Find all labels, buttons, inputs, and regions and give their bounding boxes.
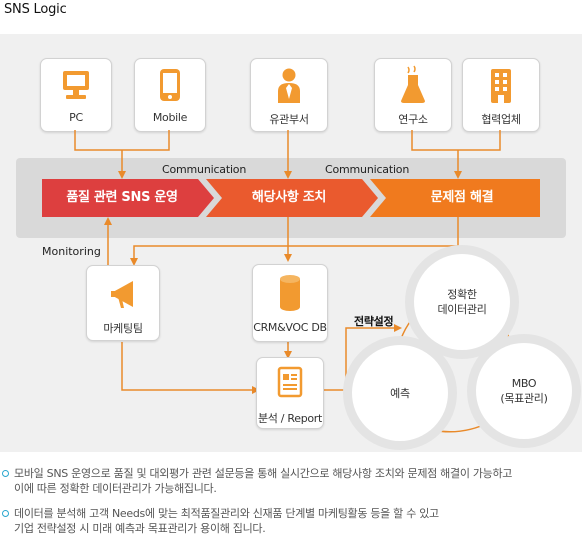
monitor-icon: [63, 71, 89, 99]
process-step-1-shape: [42, 179, 214, 217]
note-2: 데이터를 분석해 고객 Needs에 맞는 최적품질관리와 신재품 단계별 마케…: [2, 506, 574, 536]
cycle-data-management-line2: 데이터관리: [437, 303, 487, 316]
note-1-line2: 이에 따른 정확한 데이터관리가 가능해집니다.: [14, 482, 217, 495]
note-1-line1: 모바일 SNS 운영으로 품질 및 대외평가 관련 설문등을 통해 실시간으로 …: [14, 467, 513, 480]
source-card-mobile: Mobile: [134, 58, 206, 132]
node-analysis-report: 분석 / Report: [256, 357, 324, 429]
building-icon: [491, 69, 511, 103]
source-card-related-dept: 유관부서: [250, 58, 328, 132]
megaphone-icon: [111, 281, 133, 308]
node-report-label: 분석 / Report: [257, 412, 323, 425]
node-crm-voc-db: CRM&VOC DB: [252, 264, 328, 342]
node-marketing-label: 마케팅팀: [103, 322, 143, 335]
communication-label-1: Communication: [162, 163, 247, 176]
mobile-phone-icon: [160, 69, 180, 101]
cycle-mbo: MBO (목표관리): [476, 343, 572, 439]
cycle-mbo-line1: MBO: [511, 377, 537, 390]
source-card-partners: 협력업체: [462, 58, 540, 132]
cycle-data-management: 정확한 데이터관리: [414, 254, 510, 350]
node-db-label: CRM&VOC DB: [253, 321, 327, 334]
source-label-pc: PC: [69, 111, 83, 124]
cycle-data-management-line1: 정확한: [447, 288, 477, 301]
process-step-2: 해당사항 조치: [251, 190, 327, 205]
source-label-research-lab: 연구소: [398, 113, 428, 126]
cycle-forecast-label: 예측: [390, 386, 410, 400]
process-step-1: 품질 관련 SNS 운영: [66, 190, 178, 205]
database-icon: [280, 275, 300, 311]
flask-icon: [401, 65, 425, 103]
strategy-label: 전략설정: [354, 315, 394, 328]
document-icon: [277, 366, 303, 398]
bullet-icon: [2, 510, 9, 517]
cycle-mbo-line2: (목표관리): [500, 392, 548, 405]
communication-label-2: Communication: [325, 163, 410, 176]
note-2-line1: 데이터를 분석해 고객 Needs에 맞는 최적품질관리와 신재품 단계별 마케…: [14, 507, 439, 520]
source-card-pc: PC: [40, 58, 112, 132]
monitoring-label: Monitoring: [42, 245, 101, 258]
source-label-partners: 협력업체: [481, 113, 521, 126]
note-2-line2: 기업 전략설정 시 미래 예측과 목표관리가 용이해 집니다.: [14, 522, 266, 535]
process-step-3-shape: [370, 179, 540, 217]
page-title: SNS Logic: [4, 2, 67, 17]
note-1: 모바일 SNS 운영으로 품질 및 대외평가 관련 설문등을 통해 실시간으로 …: [2, 466, 574, 496]
person-icon: [278, 68, 300, 103]
node-marketing-team: 마케팅팀: [86, 265, 160, 341]
process-step-2-shape: [206, 179, 378, 217]
cycle-forecast: 예측: [352, 345, 448, 441]
source-label-mobile: Mobile: [152, 111, 188, 124]
source-card-research-lab: 연구소: [374, 58, 452, 132]
source-label-related-dept: 유관부서: [269, 113, 309, 126]
process-step-3: 문제점 해결: [430, 190, 494, 205]
bullet-icon: [2, 470, 9, 477]
